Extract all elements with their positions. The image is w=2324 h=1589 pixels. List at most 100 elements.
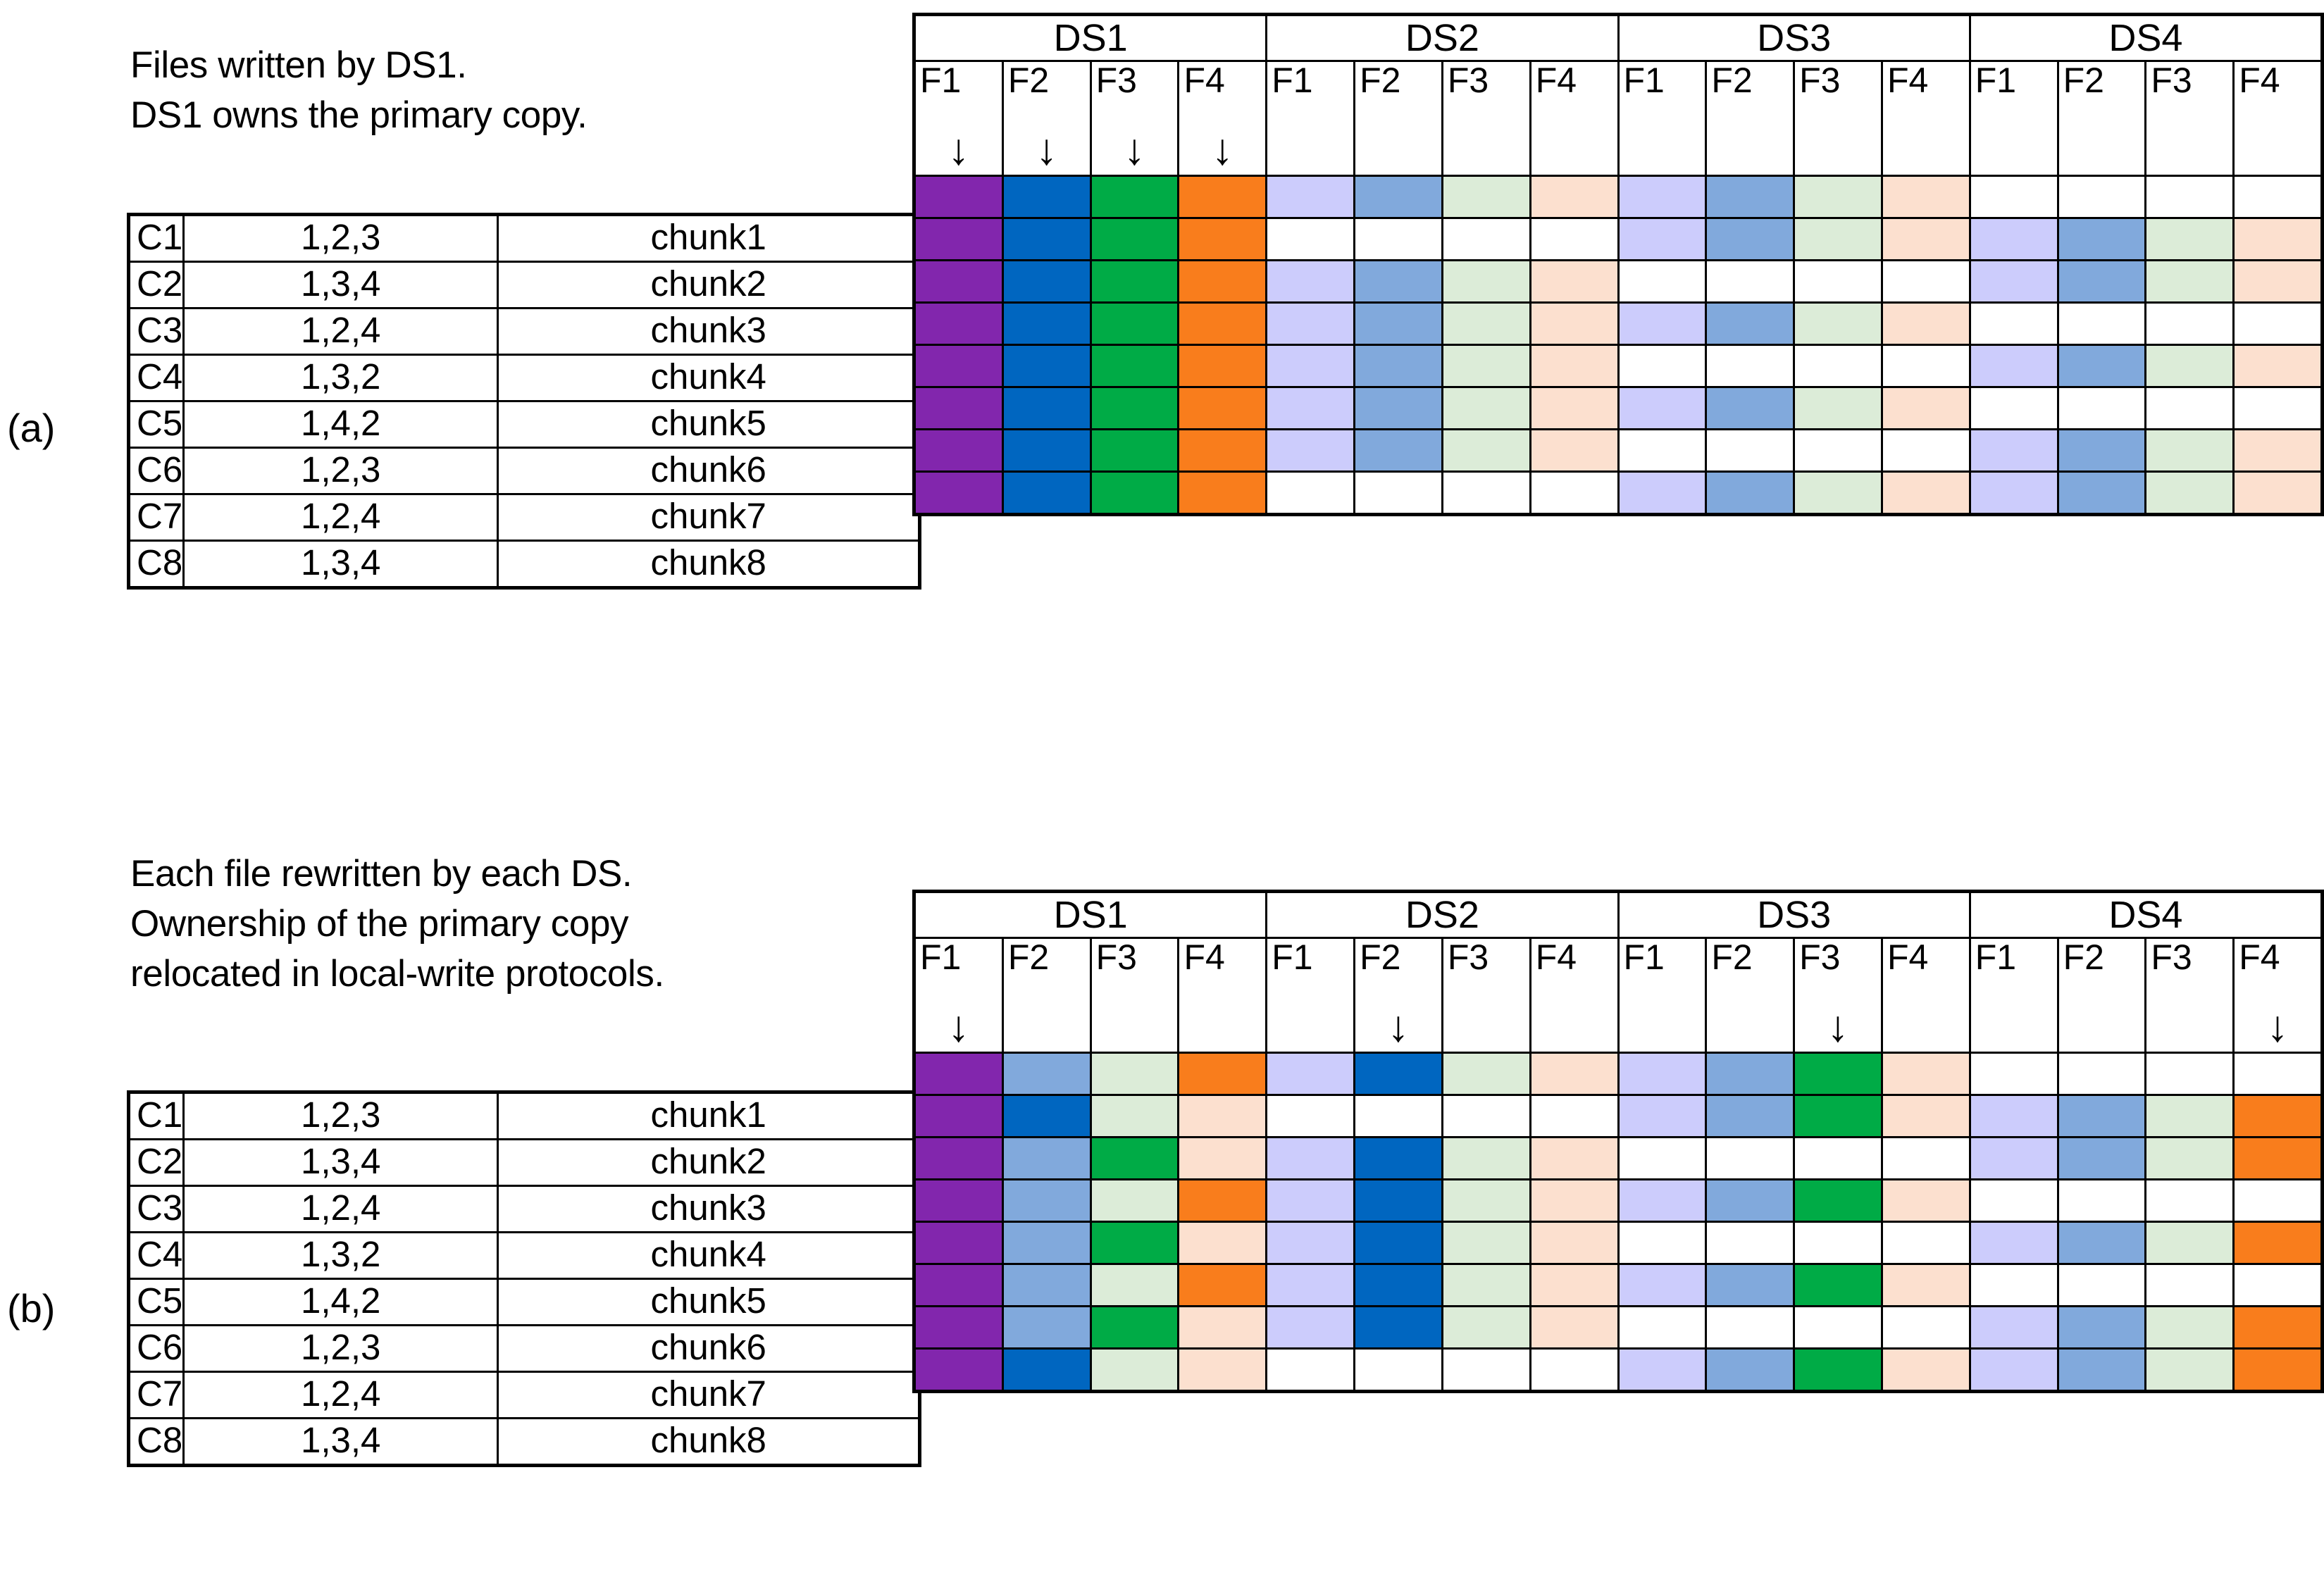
panel-b-cell-C6-ds2-f2	[1353, 1263, 1443, 1307]
panel-a-cell-C8-ds4-f3	[2144, 471, 2235, 516]
file-header-label: F1	[1623, 61, 1665, 100]
panel-b-cell-C3-ds1-f4	[1177, 1136, 1268, 1180]
panel-b-chunk-name: chunk6	[497, 1324, 921, 1373]
panel-a-cell-C4-ds3-f2	[1705, 301, 1796, 346]
panel-a-file-header-ds1-f1: F1↓	[913, 60, 1004, 177]
panel-b-cell-C2-ds3-f2	[1705, 1094, 1796, 1138]
panel-a-cell-C4-ds1-f1	[913, 301, 1004, 346]
panel-b-ds-header-1: DS2	[1265, 890, 1620, 939]
panel-b-cell-C3-ds3-f2	[1705, 1136, 1796, 1180]
panel-b-file-header-ds3-f2: F2	[1705, 937, 1796, 1054]
file-header-label: F3	[1447, 937, 1489, 977]
panel-a-cell-C1-ds3-f3	[1793, 175, 1883, 219]
panel-b-cell-C7-ds2-f1	[1265, 1305, 1356, 1350]
panel-b-cell-C8-ds2-f2	[1353, 1347, 1443, 1392]
file-header-label: F4	[1887, 937, 1929, 977]
panel-b-cell-C7-ds2-f3	[1441, 1305, 1531, 1350]
panel-b-cell-C4-ds4-f1	[1968, 1178, 2059, 1223]
panel-a-cell-C8-ds4-f1	[1968, 471, 2059, 516]
panel-a-cell-C7-ds3-f1	[1617, 428, 1708, 473]
panel-b-cell-C1-ds3-f1	[1617, 1052, 1708, 1096]
file-header-label: F2	[2063, 937, 2104, 977]
panel-a-replica-list: 1,3,2	[182, 354, 499, 402]
panel-a-cell-C8-ds3-f4	[1880, 471, 1971, 516]
panel-b-cell-C6-ds3-f3	[1793, 1263, 1883, 1307]
panel-a-cell-C8-ds2-f4	[1529, 471, 1620, 516]
panel-a-chunk-id: C6	[127, 447, 185, 495]
panel-b-cell-C1-ds4-f3	[2144, 1052, 2235, 1096]
panel-a-chunk-name: chunk5	[497, 400, 921, 449]
panel-b-ds-header-0: DS1	[912, 890, 1268, 939]
panel-a-cell-C3-ds1-f4	[1177, 259, 1268, 304]
panel-a-cell-C6-ds1-f2	[1001, 386, 1092, 430]
panel-a-chunk-name: chunk7	[497, 493, 921, 542]
panel-b-grid-row	[913, 1305, 2323, 1350]
panel-a-cell-C3-ds3-f3	[1793, 259, 1883, 304]
panel-b-file-header-ds1-f1: F1↓	[913, 937, 1004, 1054]
panel-a-file-header-ds3-f1: F1	[1617, 60, 1708, 177]
panel-a-cell-C1-ds4-f1	[1968, 175, 2059, 219]
panel-a-chunk-id: C4	[127, 354, 185, 402]
file-header-label: F3	[1447, 61, 1489, 100]
panel-a-cell-C6-ds2-f2	[1353, 386, 1443, 430]
panel-a: (a) Files written by DS1. DS1 owns the p…	[0, 0, 2324, 775]
panel-a-cell-C8-ds4-f4	[2232, 471, 2323, 516]
panel-b-caption-line-3: relocated in local-write protocols.	[130, 952, 664, 995]
panel-b-cell-C8-ds1-f1	[913, 1347, 1004, 1392]
panel-a-cell-C8-ds1-f1	[913, 471, 1004, 516]
panel-a-file-header-ds3-f4: F4	[1880, 60, 1971, 177]
panel-a-cell-C8-ds1-f2	[1001, 471, 1092, 516]
panel-b-chunk-id: C1	[127, 1091, 185, 1140]
panel-b-cell-C7-ds1-f2	[1001, 1305, 1092, 1350]
panel-a-cell-C6-ds4-f1	[1968, 386, 2059, 430]
panel-a-grid-row	[913, 428, 2323, 473]
down-arrow-icon: ↓	[2266, 1002, 2289, 1051]
down-arrow-icon: ↓	[1387, 1002, 1410, 1051]
file-header-label: F2	[1360, 937, 1401, 977]
panel-b-chunk-name: chunk5	[497, 1278, 921, 1326]
panel-a-chunk-id: C2	[127, 261, 185, 309]
panel-a-cell-C5-ds1-f3	[1089, 344, 1180, 388]
file-header-label: F2	[1711, 61, 1753, 100]
file-header-label: F1	[920, 937, 962, 977]
panel-b-cell-C6-ds1-f4	[1177, 1263, 1268, 1307]
panel-a-cell-C7-ds3-f4	[1880, 428, 1971, 473]
panel-a-cell-C2-ds1-f2	[1001, 217, 1092, 261]
panel-a-chunk-name: chunk1	[497, 213, 921, 263]
panel-b-cell-C3-ds3-f1	[1617, 1136, 1708, 1180]
panel-a-grid-row	[913, 471, 2323, 516]
panel-b-cell-C7-ds4-f2	[2056, 1305, 2147, 1350]
panel-b-ds-header-row: DS1 DS2 DS3 DS4	[912, 890, 2324, 939]
panel-a-cell-C2-ds2-f2	[1353, 217, 1443, 261]
panel-b-cell-C3-ds4-f2	[2056, 1136, 2147, 1180]
panel-a-cell-C4-ds4-f3	[2144, 301, 2235, 346]
panel-b-cell-C3-ds2-f3	[1441, 1136, 1531, 1180]
panel-a-cell-C1-ds3-f2	[1705, 175, 1796, 219]
file-header-label: F1	[1623, 937, 1665, 977]
panel-a-cell-C5-ds3-f4	[1880, 344, 1971, 388]
panel-a-cell-C1-ds2-f2	[1353, 175, 1443, 219]
panel-b-replica-list: 1,2,3	[182, 1324, 499, 1373]
panel-a-cell-C5-ds1-f2	[1001, 344, 1092, 388]
panel-a-cell-C7-ds4-f3	[2144, 428, 2235, 473]
panel-a-cell-C3-ds2-f1	[1265, 259, 1356, 304]
panel-b-cell-C3-ds4-f3	[2144, 1136, 2235, 1180]
panel-a-cell-C6-ds2-f3	[1441, 386, 1531, 430]
panel-a-cell-C1-ds4-f2	[2056, 175, 2147, 219]
panel-b-cell-C5-ds3-f4	[1880, 1221, 1971, 1265]
panel-b-cell-C5-ds3-f2	[1705, 1221, 1796, 1265]
panel-a-cell-C5-ds2-f3	[1441, 344, 1531, 388]
panel-a-cell-C3-ds4-f4	[2232, 259, 2323, 304]
panel-b-file-header-ds3-f3: F3↓	[1793, 937, 1883, 1054]
panel-a-cell-C3-ds3-f4	[1880, 259, 1971, 304]
panel-b-cell-C7-ds4-f1	[1968, 1305, 2059, 1350]
panel-a-cell-C7-ds2-f3	[1441, 428, 1531, 473]
panel-a-cell-C2-ds2-f3	[1441, 217, 1531, 261]
panel-a-cell-C6-ds2-f4	[1529, 386, 1620, 430]
panel-a-cell-C4-ds2-f1	[1265, 301, 1356, 346]
